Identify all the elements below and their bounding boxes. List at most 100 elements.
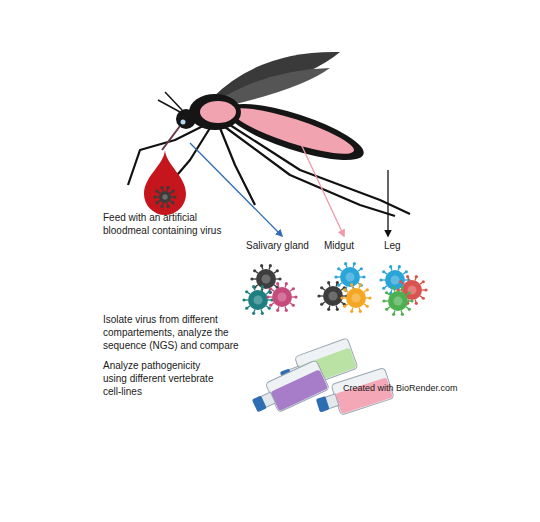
virus-spike-tip: [382, 270, 385, 273]
virus-spike-tip: [408, 291, 411, 294]
virus-spike-tip: [385, 308, 388, 311]
mosquito-leg: [220, 128, 255, 205]
virus-spike-tip: [422, 280, 425, 283]
virus-spike-tip: [278, 277, 281, 280]
virus-spike-tip: [379, 278, 382, 281]
flask-cap: [252, 395, 267, 412]
virus-spike-tip: [343, 305, 346, 308]
virus-spike-tip: [401, 286, 404, 289]
virus-spike-tip: [261, 285, 264, 288]
virus-spike-tip: [401, 313, 404, 316]
virus-spike-tip: [252, 312, 255, 315]
virus-particle: [340, 283, 371, 313]
virus-spike-tip: [261, 312, 264, 315]
part-label: Salivary gland: [246, 239, 309, 252]
virus-spike-tip: [385, 291, 388, 294]
mosquito-thorax-inner: [200, 101, 236, 123]
virus-spike-tip: [359, 283, 362, 286]
virus-spike-tip: [360, 267, 363, 270]
virus-spike-tip: [327, 308, 330, 311]
virus-core: [391, 276, 400, 285]
leader-arrow: [387, 170, 388, 236]
flask-medium: [335, 377, 393, 414]
virus-spike-tip: [353, 262, 356, 265]
virus-particle: [266, 282, 297, 312]
virus-spike-tip: [382, 287, 385, 290]
virus-spike-tip: [337, 267, 340, 270]
virus-spike-tip: [268, 307, 271, 310]
virus-spike-tip: [320, 303, 323, 306]
virus-body: [256, 269, 276, 289]
virus-spike-tip: [155, 190, 158, 193]
virus-spike-tip: [392, 286, 395, 289]
virus-spike-tip: [269, 287, 272, 290]
virus-spike-tip: [160, 205, 163, 208]
mosquito-abdomen: [221, 93, 369, 172]
virus-core: [394, 297, 403, 306]
virus-spike-tip: [350, 283, 353, 286]
part-label: Midgut: [324, 239, 354, 252]
virus-body: [272, 287, 292, 307]
virus-spike-tip: [242, 298, 245, 301]
virus-particle: [153, 186, 176, 208]
virus-spike-tip: [389, 265, 392, 268]
virus-spike-tip: [245, 307, 248, 310]
virus-spike-tip: [406, 275, 409, 278]
virus-spike-tip: [320, 286, 323, 289]
virus-spike-tip: [366, 305, 369, 308]
virus-spike-tip: [415, 302, 418, 305]
virus-core: [262, 275, 271, 284]
virus-spike-tip: [268, 290, 271, 293]
virus-spike-tip: [171, 190, 174, 193]
virus-spike-tip: [399, 280, 402, 283]
step-note: Isolate virus from different compartemen…: [103, 313, 243, 352]
virus-spike-tip: [368, 296, 371, 299]
leader-arrow: [300, 142, 344, 236]
virus-spike-tip: [415, 275, 418, 278]
virus-spike-tip: [336, 281, 339, 284]
mosquito-proboscis: [162, 126, 180, 150]
virus-spike-tip: [153, 195, 156, 198]
virus-spike-tip: [382, 299, 385, 302]
virus-spike-tip: [173, 195, 176, 198]
mosquito-antenna: [158, 100, 180, 112]
virus-core: [278, 293, 287, 302]
virus-spike-tip: [285, 282, 288, 285]
virus-core: [352, 294, 361, 303]
virus-spike-tip: [276, 282, 279, 285]
virus-particle: [317, 281, 348, 311]
virus-body: [346, 288, 366, 308]
virus-spike-tip: [269, 264, 272, 267]
step-note: Analyze pathogenicity using different ve…: [103, 359, 219, 398]
virus-spike-tip: [336, 308, 339, 311]
virus-spike-tip: [392, 313, 395, 316]
virus-core: [329, 292, 338, 301]
virus-spike-tip: [250, 277, 253, 280]
virus-spike-tip: [160, 186, 163, 189]
virus-body: [385, 270, 405, 290]
virus-spike-tip: [424, 288, 427, 291]
mosquito-abdomen-inner: [228, 100, 357, 162]
virus-spike-tip: [260, 264, 263, 267]
part-label: Leg: [384, 239, 401, 252]
virus-spike-tip: [405, 270, 408, 273]
blood-drop: [144, 150, 186, 215]
culture-flask: [313, 367, 394, 421]
virus-body: [248, 290, 268, 310]
virus-spike-tip: [408, 308, 411, 311]
watermark: Created with BioRender.com: [343, 382, 458, 395]
virus-spike-tip: [359, 310, 362, 313]
virus-spike-tip: [317, 294, 320, 297]
virus-spike-tip: [285, 309, 288, 312]
virus-spike-tip: [344, 289, 347, 292]
virus-core: [346, 273, 355, 282]
virus-core: [162, 194, 167, 199]
step-note: Feed with an artificial bloodmeal contai…: [103, 211, 228, 237]
mosquito-thorax: [189, 94, 241, 130]
virus-spike-tip: [294, 295, 297, 298]
culture-flask: [248, 360, 329, 421]
virus-body: [388, 291, 408, 311]
virus-spike-tip: [166, 205, 169, 208]
